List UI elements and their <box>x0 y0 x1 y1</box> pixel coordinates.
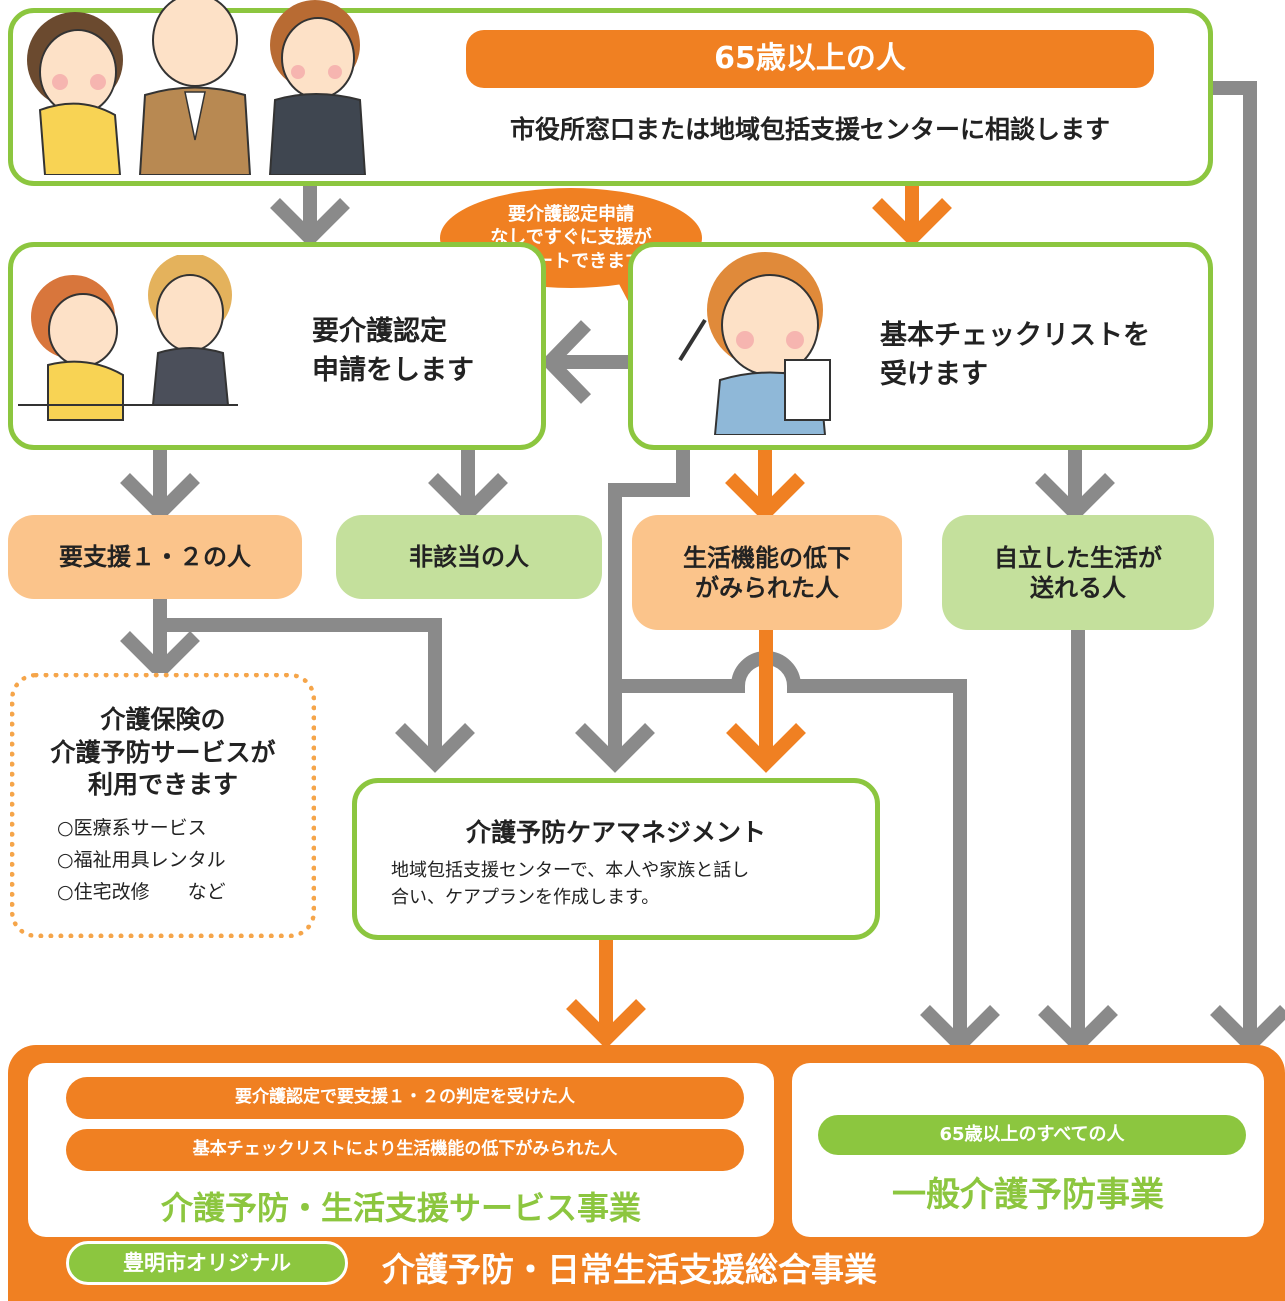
no-application-bubble: 要介護認定申請 なしですぐに支援が スタートできます <box>440 188 702 288</box>
insurance-title-2: 介護予防サービスが <box>50 737 276 767</box>
checklist-decline-label: 基本チェックリストにより生活機能の低下がみられた人 <box>192 1139 618 1160</box>
checklist-line-2: 受けます <box>880 359 988 391</box>
insurance-item-1: ○医療系サービス <box>57 816 207 839</box>
bubble-line-1: 要介護認定申請 <box>508 203 634 225</box>
insurance-item-3: ○住宅改修 など <box>57 881 226 904</box>
consult-text: 市役所窓口または地域包括支援センターに相談します <box>509 115 1110 144</box>
support12-judged-label: 要介護認定で要支援１・２の判定を受けた人 <box>235 1087 575 1108</box>
family-illustration <box>27 0 367 175</box>
insurance-title-3: 利用できます <box>87 770 238 799</box>
independent-pill: 自立した生活が 送れる人 <box>942 515 1214 630</box>
general-program-panel: 65歳以上のすべての人 一般介護予防事業 <box>792 1063 1264 1237</box>
insurance-item-2: ○福祉用具レンタル <box>57 848 226 871</box>
apply-line-2: 申請をします <box>312 355 474 387</box>
age-title: 65歳以上の人 <box>714 41 906 77</box>
all-65-tag: 65歳以上のすべての人 <box>818 1115 1246 1155</box>
checklist-text: 基本チェックリストを 受けます <box>880 316 1150 394</box>
independent-line-1: 自立した生活が <box>994 543 1162 572</box>
service-program-title: 介護予防・生活支援サービス事業 <box>160 1189 641 1227</box>
insurance-service-box: 介護保険の 介護予防サービスが 利用できます ○医療系サービス ○福祉用具レンタ… <box>10 673 316 938</box>
care-management-title: 介護予防ケアマネジメント <box>465 818 766 847</box>
not-applicable-pill: 非該当の人 <box>336 515 602 599</box>
not-applicable-label: 非該当の人 <box>409 543 529 571</box>
care-desc-line-1: 地域包括支援センターで、本人や家族と話し <box>391 860 750 881</box>
care-desc-line-2: 合い、ケアプランを作成します。 <box>391 887 660 908</box>
apply-text: 要介護認定 申請をします <box>312 312 474 390</box>
decline-line-2: がみられた人 <box>695 573 839 602</box>
general-program-title: 一般介護予防事業 <box>892 1175 1164 1215</box>
service-program-panel: 要介護認定で要支援１・２の判定を受けた人 基本チェックリストにより生活機能の低下… <box>28 1063 774 1237</box>
support12-judged-tag: 要介護認定で要支援１・２の判定を受けた人 <box>66 1077 744 1119</box>
apply-line-1: 要介護認定 <box>312 316 447 347</box>
applicant-illustration <box>18 255 238 421</box>
checklist-line-1: 基本チェックリストを <box>880 320 1150 351</box>
support12-pill: 要支援１・２の人 <box>8 515 302 599</box>
toyoake-original-badge: 豊明市オリジナル <box>66 1241 348 1285</box>
support12-label: 要支援１・２の人 <box>59 543 251 571</box>
age-title-pill: 65歳以上の人 <box>466 30 1154 88</box>
insurance-title-1: 介護保険の <box>100 705 226 734</box>
comprehensive-program-title: 介護予防・日常生活支援総合事業 <box>382 1250 877 1289</box>
decline-line-1: 生活機能の低下 <box>683 543 851 572</box>
checklist-decline-tag: 基本チェックリストにより生活機能の低下がみられた人 <box>66 1129 744 1171</box>
independent-line-2: 送れる人 <box>1030 573 1126 602</box>
checklist-person-illustration <box>678 252 831 435</box>
all-65-label: 65歳以上のすべての人 <box>939 1123 1125 1145</box>
care-management-box: 介護予防ケアマネジメント 地域包括支援センターで、本人や家族と話し 合い、ケアプ… <box>352 778 880 940</box>
original-badge-label: 豊明市オリジナル <box>123 1250 291 1275</box>
decline-pill: 生活機能の低下 がみられた人 <box>632 515 902 630</box>
bubble-line-2: なしですぐに支援が <box>490 227 652 249</box>
